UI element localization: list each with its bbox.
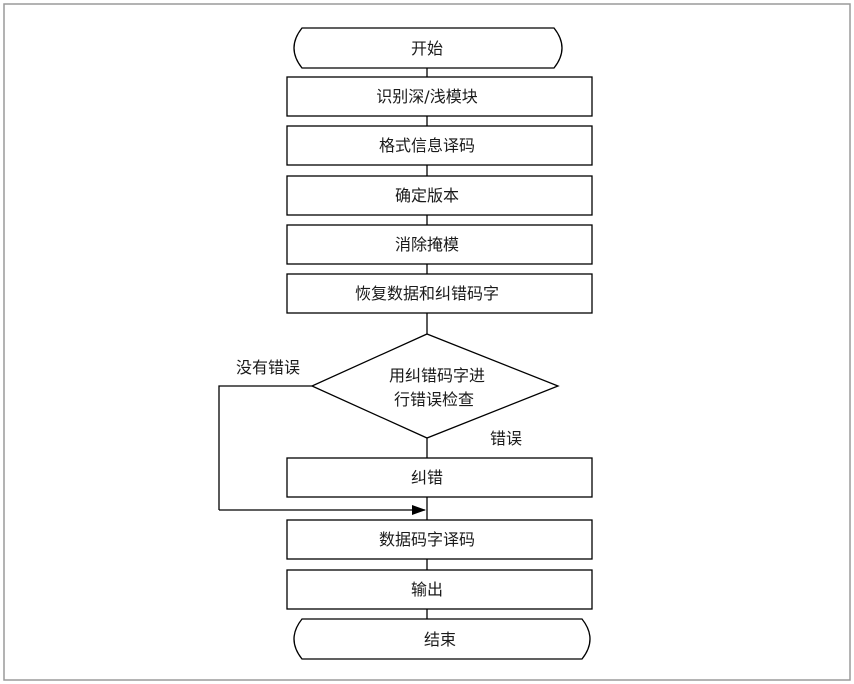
step-identify-label: 识别深/浅模块 (376, 87, 477, 106)
connectors (218, 68, 428, 619)
step-output-label: 输出 (411, 580, 443, 599)
step-data-decode-box (286, 519, 593, 560)
decision-diamond (310, 333, 560, 439)
error-label: 错误 (490, 429, 522, 448)
decision-label-line2: 行错误检查 (394, 390, 474, 409)
no-error-path (218, 385, 312, 510)
no-error-label: 没有错误 (236, 358, 300, 377)
step-data-decode-label: 数据码字译码 (379, 530, 475, 549)
step-version-box (286, 175, 593, 216)
step-recover-label: 恢复数据和纠错码字 (355, 284, 499, 303)
decision-label-line1: 用纠错码字进 (389, 366, 485, 385)
start-label: 开始 (411, 39, 443, 58)
step-format-decode-box (286, 125, 593, 166)
step-correct-box (286, 457, 593, 498)
step-output-box (286, 569, 593, 610)
step-unmask-label: 消除掩模 (395, 235, 459, 254)
step-format-decode-label: 格式信息译码 (379, 136, 475, 155)
end-terminator (293, 618, 591, 660)
step-unmask-box (286, 224, 593, 265)
step-version-label: 确定版本 (395, 186, 459, 205)
step-correct-label: 纠错 (411, 468, 443, 487)
start-terminator (293, 27, 563, 69)
step-recover-box (286, 273, 593, 314)
end-label: 结束 (424, 630, 456, 649)
step-identify-box (286, 76, 593, 117)
